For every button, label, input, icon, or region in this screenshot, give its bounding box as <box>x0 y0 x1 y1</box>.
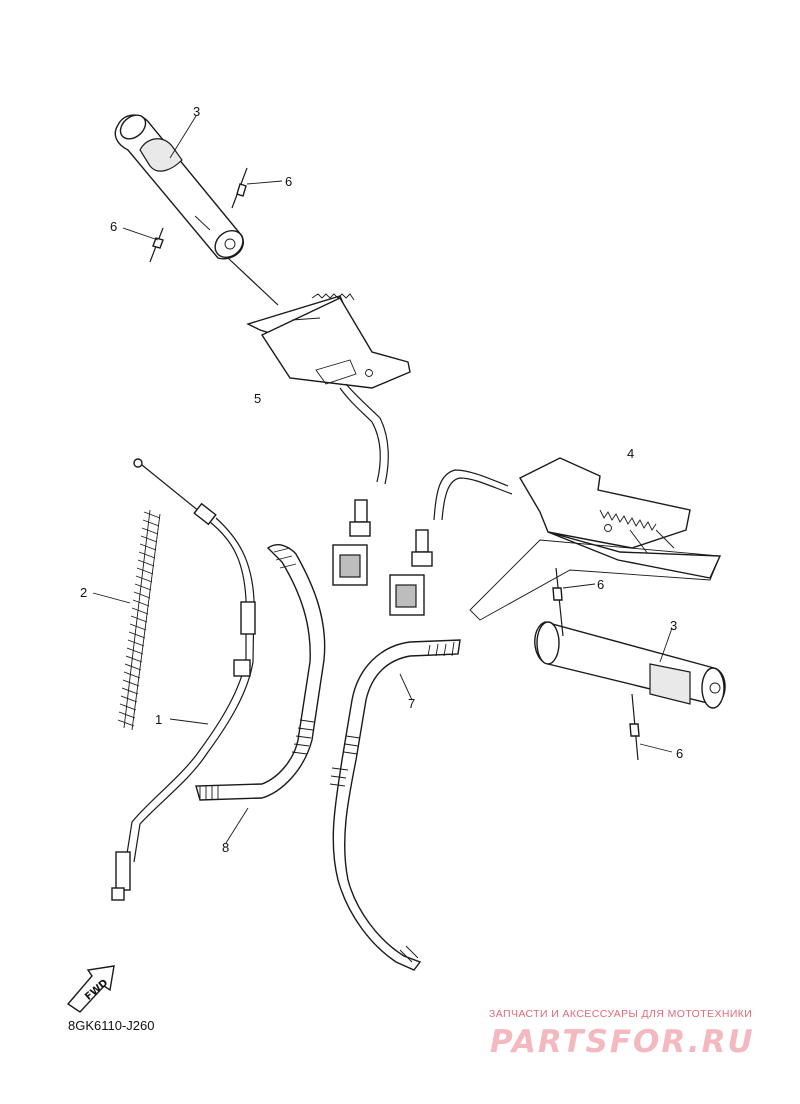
heater-element-upper <box>246 293 411 389</box>
callout-3-top: 3 <box>193 104 200 119</box>
callout-6-top-right: 6 <box>285 174 292 189</box>
callout-4: 4 <box>627 446 634 461</box>
pin-top-left <box>149 227 164 263</box>
leader-line <box>227 257 279 306</box>
wire-lower <box>389 469 513 616</box>
grip-right <box>534 621 726 709</box>
tube-long <box>329 639 461 971</box>
fwd-arrow-icon: FWD <box>66 965 115 1013</box>
heater-element-lower <box>469 457 722 621</box>
callout-1: 1 <box>155 712 162 727</box>
diagram-code: 8GK6110-J260 <box>68 1018 155 1033</box>
callout-7: 7 <box>408 696 415 711</box>
callout-6-top-left: 6 <box>110 219 117 234</box>
callout-3-right: 3 <box>670 618 677 633</box>
grip-top <box>114 114 244 260</box>
watermark-caption: ЗАПЧАСТИ И АКСЕССУАРЫ ДЛЯ МОТОТЕХНИКИ <box>489 1008 753 1020</box>
watermark-logo: PARTSFOR.RU <box>490 1024 755 1060</box>
callout-5: 5 <box>254 391 261 406</box>
pin-right-lower <box>629 693 640 761</box>
pin-right-upper <box>552 567 564 637</box>
wire-upper <box>332 383 389 586</box>
callout-2: 2 <box>80 585 87 600</box>
pin-top-right <box>231 167 248 209</box>
callout-8: 8 <box>222 840 229 855</box>
callout-6-bottom: 6 <box>676 746 683 761</box>
throttle-cable <box>111 458 256 901</box>
spring <box>117 509 161 731</box>
callout-6-mid: 6 <box>597 577 604 592</box>
tube-short <box>195 544 326 801</box>
